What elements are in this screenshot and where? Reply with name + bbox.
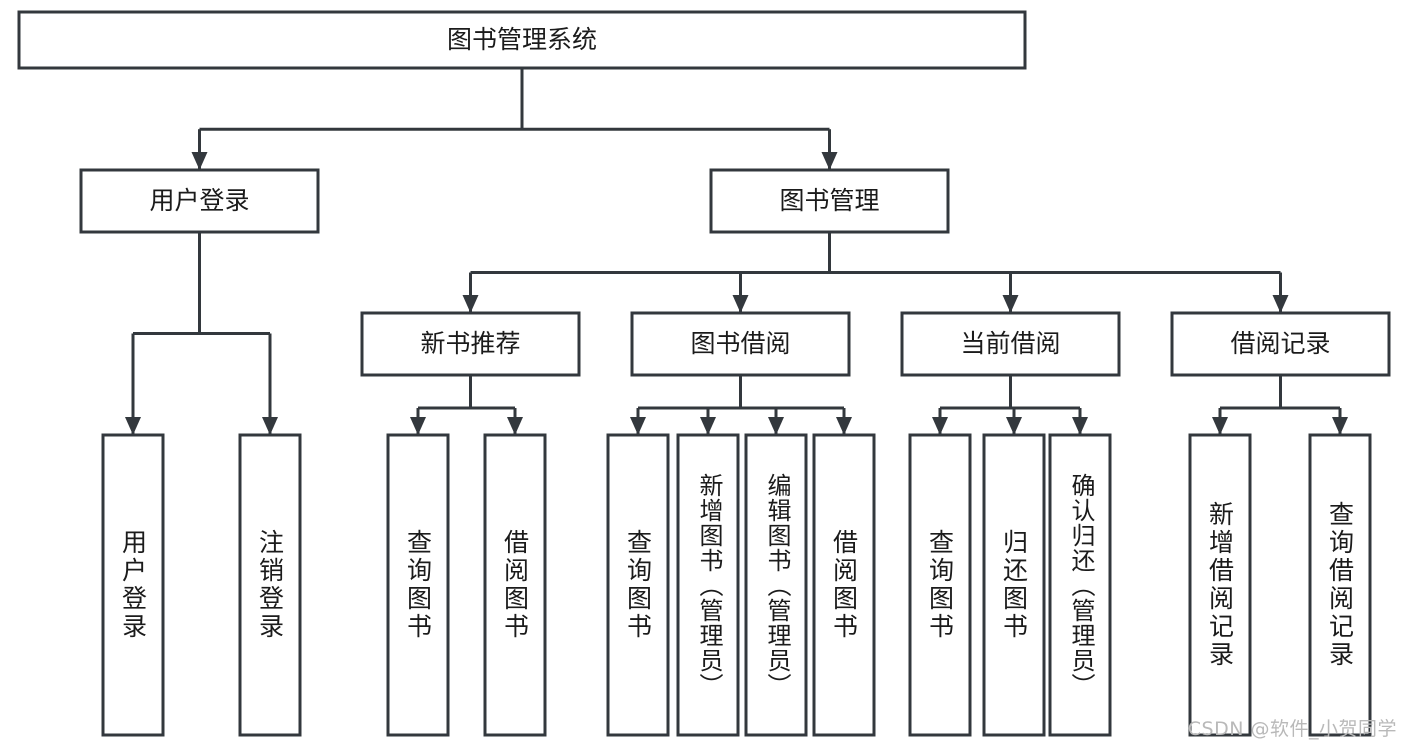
node-leaf-query-borrow-record[interactable] bbox=[1308, 433, 1372, 737]
node-box[interactable] bbox=[1188, 433, 1252, 737]
node-leaf-query-book-3[interactable] bbox=[908, 433, 972, 737]
node-leaf-edit-book[interactable] bbox=[744, 433, 808, 737]
node-label: 新书推荐 bbox=[420, 329, 520, 358]
node-leaf-user-logout[interactable] bbox=[238, 433, 302, 737]
node-box[interactable] bbox=[900, 311, 1121, 377]
node-leaf-return-book[interactable] bbox=[982, 433, 1046, 737]
arrow-head-user-login bbox=[191, 152, 208, 170]
arrow-head-borrow-record bbox=[1272, 295, 1289, 313]
node-user-login[interactable]: 用户登录 bbox=[79, 168, 320, 234]
node-box[interactable] bbox=[79, 168, 320, 234]
node-box[interactable] bbox=[709, 168, 950, 234]
node-box[interactable] bbox=[483, 433, 547, 737]
arrow-head-leaf-add-book bbox=[700, 417, 716, 435]
watermark-text: CSDN @软件_小贺同学 bbox=[1187, 718, 1397, 740]
edge-layer bbox=[125, 68, 1348, 435]
node-box[interactable] bbox=[630, 311, 851, 377]
node-current-borrow[interactable]: 当前借阅 bbox=[900, 311, 1121, 377]
arrow-head-leaf-borrow-book-2 bbox=[836, 417, 852, 435]
node-box[interactable] bbox=[812, 433, 876, 737]
arrow-head-current-borrow bbox=[1002, 295, 1019, 313]
arrow-head-book-management bbox=[821, 152, 838, 170]
node-leaf-user-login[interactable] bbox=[101, 433, 165, 737]
node-book-management[interactable]: 图书管理 bbox=[709, 168, 950, 234]
node-leaf-query-book-1[interactable] bbox=[386, 433, 450, 737]
node-box[interactable] bbox=[1048, 433, 1112, 737]
arrow-head-leaf-query-book-1 bbox=[410, 417, 426, 435]
node-box[interactable] bbox=[360, 311, 581, 377]
node-label: 图书管理 bbox=[779, 186, 879, 215]
node-leaf-add-borrow-record[interactable] bbox=[1188, 433, 1252, 737]
arrow-head-leaf-confirm-return bbox=[1072, 417, 1088, 435]
arrow-head-leaf-query-borrow-record bbox=[1332, 417, 1348, 435]
arrow-head-leaf-borrow-book-1 bbox=[507, 417, 523, 435]
arrow-head-leaf-query-book-3 bbox=[932, 417, 948, 435]
node-box[interactable] bbox=[386, 433, 450, 737]
node-root[interactable]: 图书管理系统 bbox=[17, 10, 1027, 70]
node-box[interactable] bbox=[101, 433, 165, 737]
node-box[interactable] bbox=[238, 433, 302, 737]
node-label: 借阅记录 bbox=[1230, 329, 1330, 358]
arrow-head-new-book-recommend bbox=[462, 295, 479, 313]
node-book-borrow[interactable]: 图书借阅 bbox=[630, 311, 851, 377]
arrow-head-leaf-edit-book bbox=[768, 417, 784, 435]
node-leaf-query-book-2[interactable] bbox=[606, 433, 670, 737]
node-box[interactable] bbox=[606, 433, 670, 737]
node-leaf-borrow-book-1[interactable] bbox=[483, 433, 547, 737]
node-box[interactable] bbox=[17, 10, 1027, 70]
node-box[interactable] bbox=[1308, 433, 1372, 737]
arrow-head-book-borrow bbox=[732, 295, 749, 313]
node-label: 当前借阅 bbox=[960, 329, 1060, 358]
node-label: 图书借阅 bbox=[690, 329, 790, 358]
arrow-head-leaf-return-book bbox=[1006, 417, 1022, 435]
node-new-book-recommend[interactable]: 新书推荐 bbox=[360, 311, 581, 377]
node-box[interactable] bbox=[982, 433, 1046, 737]
node-leaf-add-book[interactable] bbox=[676, 433, 740, 737]
node-box[interactable] bbox=[908, 433, 972, 737]
arrow-head-leaf-user-login bbox=[125, 417, 141, 435]
node-leaf-borrow-book-2[interactable] bbox=[812, 433, 876, 737]
arrow-head-leaf-query-book-2 bbox=[630, 417, 646, 435]
node-leaf-confirm-return[interactable] bbox=[1048, 433, 1112, 737]
node-box[interactable] bbox=[744, 433, 808, 737]
arrow-head-leaf-add-borrow-record bbox=[1212, 417, 1228, 435]
arrow-head-leaf-user-logout bbox=[262, 417, 278, 435]
node-label: 图书管理系统 bbox=[447, 25, 597, 54]
node-box[interactable] bbox=[1170, 311, 1391, 377]
node-label: 用户登录 bbox=[149, 186, 249, 215]
node-box[interactable] bbox=[676, 433, 740, 737]
node-borrow-record[interactable]: 借阅记录 bbox=[1170, 311, 1391, 377]
